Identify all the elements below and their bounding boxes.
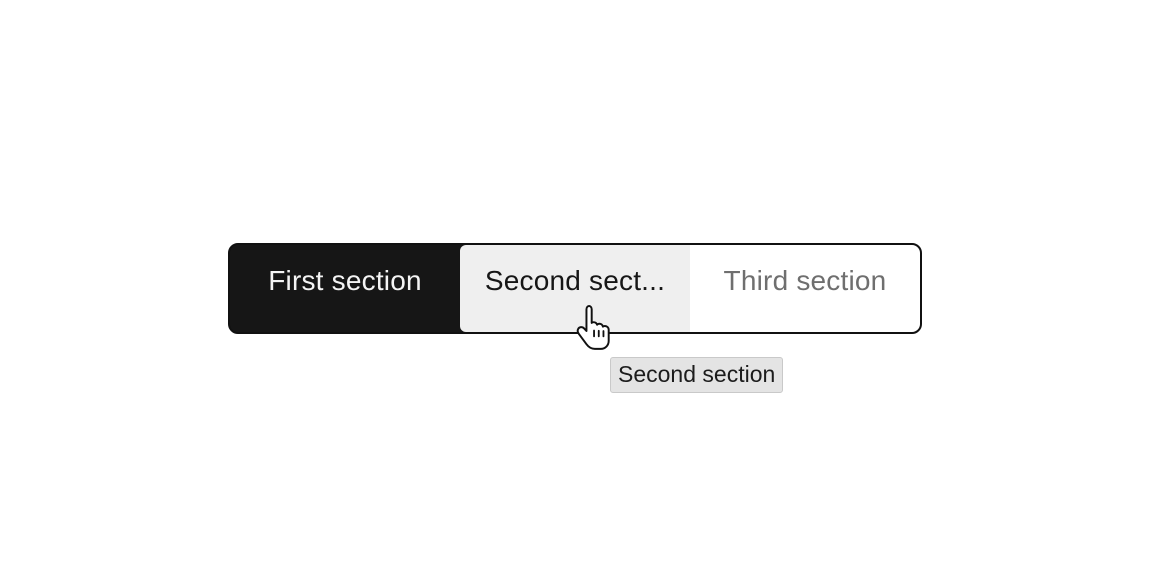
content-switcher: First section Second sect... Third secti… xyxy=(228,243,922,334)
tab-second-section-label: Second sect... xyxy=(484,265,666,296)
tab-first-section[interactable]: First section xyxy=(230,245,460,332)
tab-third-section-label: Third section xyxy=(723,265,887,296)
tab-third-section[interactable]: Third section xyxy=(690,245,920,332)
tab-second-section[interactable]: Second sect... xyxy=(460,245,690,332)
tooltip: Second section xyxy=(610,357,784,393)
tab-first-section-label: First section xyxy=(268,265,422,296)
